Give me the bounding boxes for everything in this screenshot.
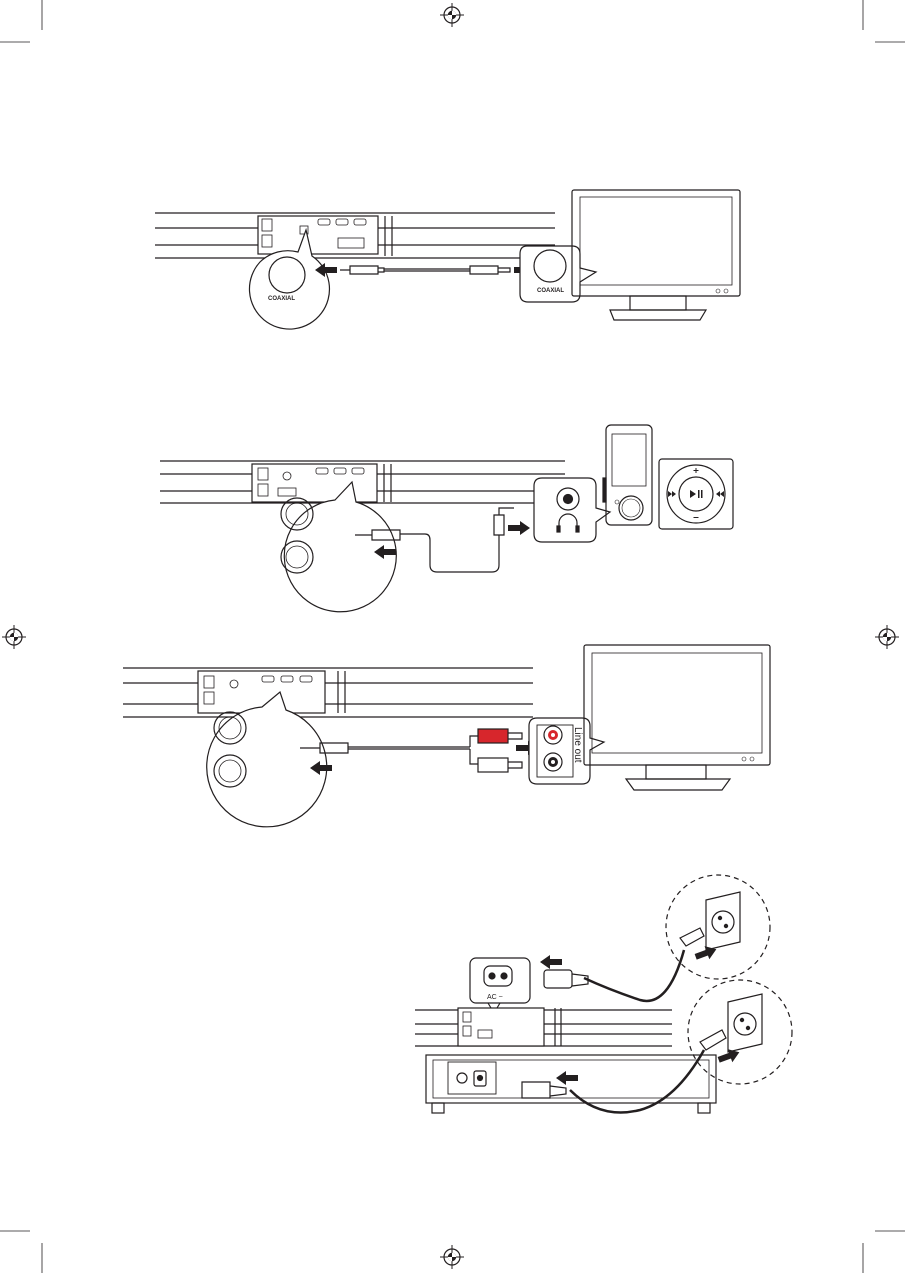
registration-mark-icon (2, 625, 26, 649)
coaxial-label-right: COAXIAL (537, 288, 564, 294)
diagram-coaxial (155, 190, 740, 329)
coaxial-label-left: COAXIAL (268, 296, 295, 302)
diagram-line-out (123, 645, 770, 827)
play-pause-icon (690, 490, 696, 498)
diagram-mp3-aux (160, 425, 733, 612)
tv-2 (584, 645, 770, 765)
soundbar-rear-panel (252, 464, 377, 502)
tv-1 (572, 190, 740, 296)
registration-mark-icon (440, 3, 464, 27)
diagram-power (415, 875, 792, 1113)
registration-mark-icon (440, 1245, 464, 1269)
skip-back-icon (668, 491, 676, 497)
minus-icon (694, 517, 699, 518)
ac-inlet-label: AC ~ (487, 994, 503, 1001)
registration-mark-icon (875, 625, 899, 649)
mp3-player (606, 425, 652, 525)
line-out-label: Line out (572, 727, 583, 763)
skip-forward-icon (716, 491, 724, 497)
